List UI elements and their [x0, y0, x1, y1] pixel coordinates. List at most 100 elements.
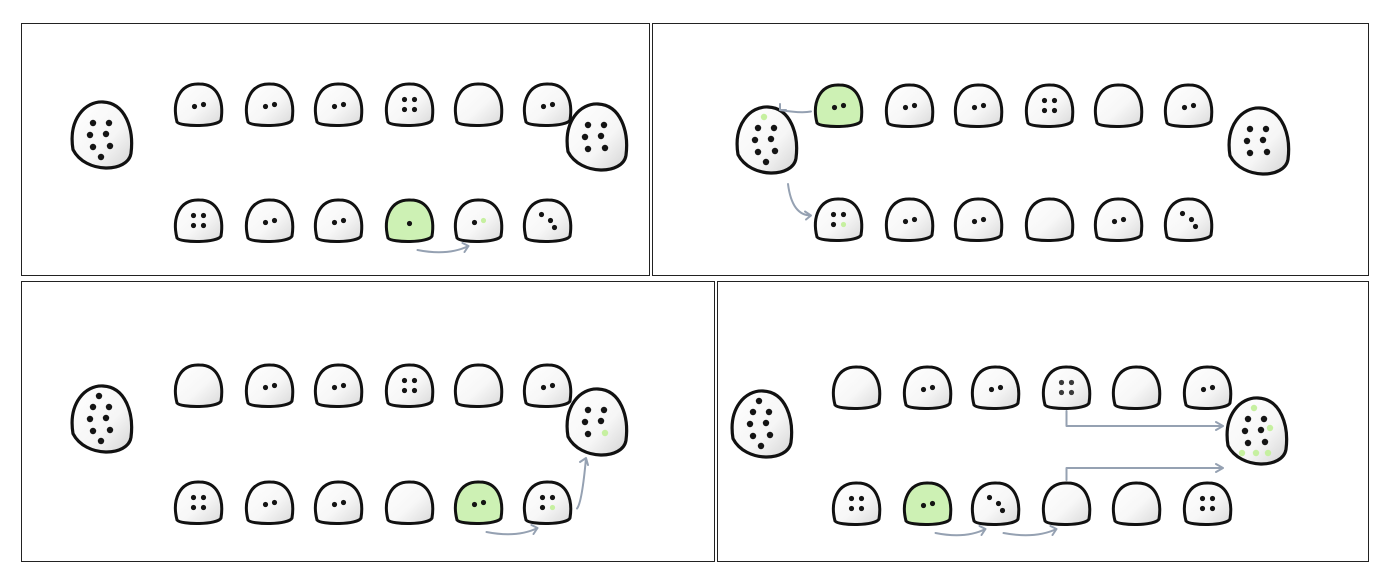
seed: [190, 494, 197, 501]
pit-top-4: [1042, 365, 1092, 410]
pit-top-3: [314, 82, 364, 127]
pit-outline: [954, 197, 1004, 242]
pit-top-1: [832, 365, 882, 410]
seed: [89, 119, 97, 127]
seed: [584, 406, 592, 414]
pit-bottom-4: [385, 480, 435, 525]
pit-outline: [454, 480, 504, 525]
seed: [1051, 97, 1058, 104]
seed: [105, 119, 113, 127]
pit-outline: [454, 198, 504, 243]
seed: [1120, 216, 1127, 223]
seed: [271, 217, 278, 224]
seed: [401, 387, 408, 394]
seed: [830, 221, 837, 228]
pit-bottom-6: [523, 198, 573, 243]
seed: [765, 408, 773, 416]
pit-outline: [314, 480, 364, 525]
seed: [1181, 104, 1188, 111]
seed: [911, 102, 918, 109]
arrow-left-store-to-bottom-0: [787, 183, 812, 221]
pit-outline: [885, 197, 935, 242]
seed: [1192, 223, 1199, 230]
seed: [411, 106, 418, 113]
pit-outline: [523, 480, 573, 525]
right-store-outline: [565, 387, 629, 457]
seed: [191, 103, 198, 110]
pit-outline: [314, 82, 364, 127]
pit-bottom-2: [885, 197, 935, 242]
pit-bottom-1: [174, 198, 224, 243]
right-store: [565, 387, 629, 457]
seed: [105, 403, 113, 411]
pit-top-4: [1025, 83, 1075, 128]
seed: [755, 397, 763, 405]
seed: [200, 222, 207, 229]
seed: [1209, 505, 1216, 512]
pit-top-2: [885, 83, 935, 128]
arrow-bottom-1-to-bottom-2: [934, 525, 987, 537]
seed: [97, 437, 105, 445]
seed: [1188, 216, 1195, 223]
pit-outline: [1094, 83, 1144, 128]
seed: [1190, 102, 1197, 109]
seed: [89, 427, 97, 435]
seed: [980, 216, 987, 223]
pit-top-5: [454, 363, 504, 408]
pit-outline: [174, 363, 224, 408]
pit-outline: [903, 365, 953, 410]
seed: [746, 420, 754, 428]
pit-top-2: [903, 365, 953, 410]
seed: [262, 219, 269, 226]
pit-bottom-5: [454, 198, 504, 243]
pit-outline: [1112, 481, 1162, 526]
seed: [190, 504, 197, 511]
pit-outline: [174, 480, 224, 525]
pit-bottom-2: [245, 198, 295, 243]
pit-outline: [174, 82, 224, 127]
seed: [1262, 125, 1270, 133]
seed: [1058, 389, 1065, 396]
seed: [1250, 404, 1258, 412]
left-store-outline: [735, 105, 799, 175]
seed: [749, 432, 757, 440]
pit-top-3: [954, 83, 1004, 128]
pit-outline: [903, 481, 953, 526]
pit-outline: [1164, 197, 1214, 242]
seed: [995, 500, 1002, 507]
pit-outline: [971, 365, 1021, 410]
seed: [771, 147, 779, 155]
seed: [929, 384, 936, 391]
seed: [271, 101, 278, 108]
seed: [971, 218, 978, 225]
seed: [1209, 495, 1216, 502]
seed: [106, 142, 114, 150]
pit-outline: [814, 197, 864, 242]
board-1: [70, 82, 629, 254]
arrow-capture-bottom: [1065, 463, 1224, 481]
seed: [770, 124, 778, 132]
seed: [471, 219, 478, 226]
seed: [1243, 137, 1251, 145]
seed: [902, 218, 909, 225]
seed: [754, 124, 762, 132]
pit-top-3: [971, 365, 1021, 410]
seed: [547, 217, 554, 224]
seed: [406, 220, 413, 227]
pit-outline: [832, 365, 882, 410]
seed: [1261, 438, 1269, 446]
pit-outline: [971, 481, 1021, 526]
seed: [340, 499, 347, 506]
seed: [411, 96, 418, 103]
seed: [601, 429, 609, 437]
pit-bottom-5: [1094, 197, 1144, 242]
seed: [1041, 97, 1048, 104]
seed: [1068, 379, 1075, 386]
arrow-top-0-to-left-store: [779, 103, 812, 114]
seed: [1259, 136, 1267, 144]
seed: [858, 505, 865, 512]
seed: [411, 377, 418, 384]
seed: [751, 136, 759, 144]
pit-bottom-6: [523, 480, 573, 525]
seed: [331, 384, 338, 391]
